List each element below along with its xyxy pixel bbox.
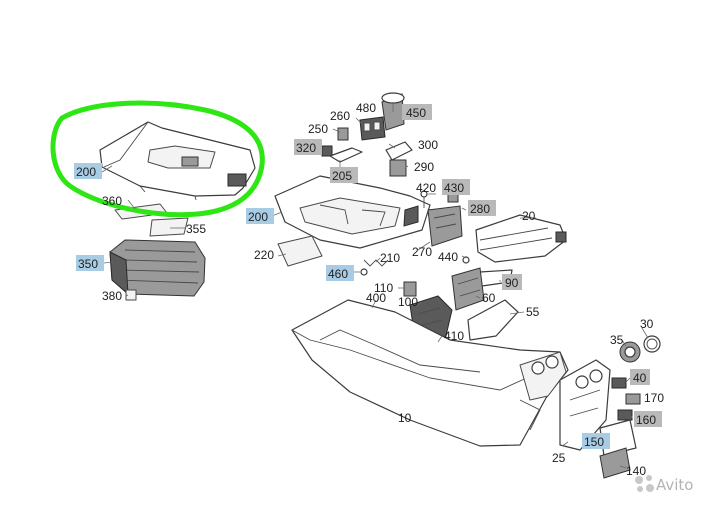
label-380: 380	[102, 289, 122, 303]
label-25: 25	[552, 451, 566, 465]
part-170-switch[interactable]	[625, 393, 641, 405]
watermark-text: Avito	[656, 476, 694, 494]
part-220-mat[interactable]	[277, 235, 323, 267]
part-300-cover[interactable]	[385, 141, 413, 161]
label-box-200-top	[74, 163, 102, 179]
part-110-bracket[interactable]	[403, 281, 417, 297]
label-290: 290	[414, 160, 434, 174]
label-480: 480	[356, 101, 376, 115]
label-450: 450	[406, 106, 426, 120]
part-350-storage-tray[interactable]	[109, 239, 206, 297]
part-140-bracket[interactable]	[599, 447, 631, 479]
label-260: 260	[330, 109, 350, 123]
label-box-205	[330, 167, 358, 183]
label-170: 170	[644, 391, 664, 405]
label-60: 60	[482, 291, 496, 305]
label-box-280	[468, 200, 496, 216]
part-420-screw[interactable]	[420, 190, 428, 208]
label-150: 150	[584, 435, 604, 449]
part-35-socket[interactable]	[619, 341, 641, 363]
label-box-200-mid	[246, 208, 274, 224]
label-box-40	[630, 369, 650, 385]
part-200-trim-cover[interactable]	[99, 121, 256, 201]
label-355: 355	[186, 222, 206, 236]
part-250-button[interactable]	[337, 127, 349, 141]
label-100: 100	[398, 295, 418, 309]
label-320: 320	[296, 141, 316, 155]
label-400: 400	[366, 291, 386, 305]
label-160: 160	[636, 413, 656, 427]
part-205-lid[interactable]	[329, 147, 363, 163]
part-210-spring[interactable]	[363, 259, 389, 267]
label-300: 300	[418, 138, 438, 152]
part-55-panel[interactable]	[467, 299, 519, 341]
label-box-320	[294, 139, 322, 155]
label-220: 220	[254, 248, 274, 262]
part-200-center-trim[interactable]	[274, 175, 431, 249]
label-55: 55	[526, 305, 540, 319]
part-440-pin[interactable]	[462, 256, 470, 264]
label-420: 420	[416, 181, 436, 195]
part-60-hinge[interactable]	[451, 267, 485, 311]
label-210: 210	[380, 251, 400, 265]
label-430: 430	[444, 181, 464, 195]
part-320-switch[interactable]	[321, 145, 333, 157]
label-280: 280	[470, 202, 490, 216]
label-30: 30	[640, 317, 654, 331]
label-360: 360	[102, 194, 122, 208]
part-430-clip[interactable]	[447, 193, 459, 203]
part-30-ring[interactable]	[643, 335, 661, 353]
label-20: 20	[522, 209, 536, 223]
part-20-armrest-lid[interactable]	[475, 214, 567, 263]
part-260-switch-block[interactable]	[359, 116, 386, 141]
label-110: 110	[374, 281, 393, 295]
part-270-mechanism[interactable]	[427, 205, 463, 247]
part-25-rear-panel[interactable]	[559, 359, 611, 451]
label-200-top: 200	[76, 165, 96, 179]
label-10: 10	[398, 411, 412, 425]
label-250: 250	[308, 122, 328, 136]
label-440: 440	[438, 250, 458, 264]
part-40-switch[interactable]	[611, 377, 627, 389]
label-box-450	[402, 104, 432, 120]
label-460: 460	[328, 267, 348, 281]
part-10-console-housing[interactable]	[291, 299, 569, 447]
part-355-pad[interactable]	[149, 217, 189, 237]
label-350: 350	[78, 257, 98, 271]
label-box-150	[582, 433, 610, 449]
label-box-160	[634, 411, 662, 427]
label-box-90	[502, 274, 522, 290]
label-box-460	[326, 265, 354, 281]
label-205: 205	[332, 169, 352, 183]
label-410: 410	[444, 329, 464, 343]
label-90: 90	[505, 276, 519, 290]
avito-dots-icon	[635, 475, 654, 492]
part-160-switch[interactable]	[617, 409, 633, 421]
label-35: 35	[610, 333, 624, 347]
label-40: 40	[633, 371, 647, 385]
label-270: 270	[412, 245, 432, 259]
highlight-circle	[50, 100, 265, 218]
part-380-clip[interactable]	[125, 289, 137, 301]
label-box-350	[76, 255, 104, 271]
part-290-connector[interactable]	[389, 159, 407, 177]
label-box-430	[442, 179, 470, 195]
part-460-screw[interactable]	[360, 268, 368, 276]
label-200-mid: 200	[248, 210, 268, 224]
label-140: 140	[626, 464, 646, 478]
